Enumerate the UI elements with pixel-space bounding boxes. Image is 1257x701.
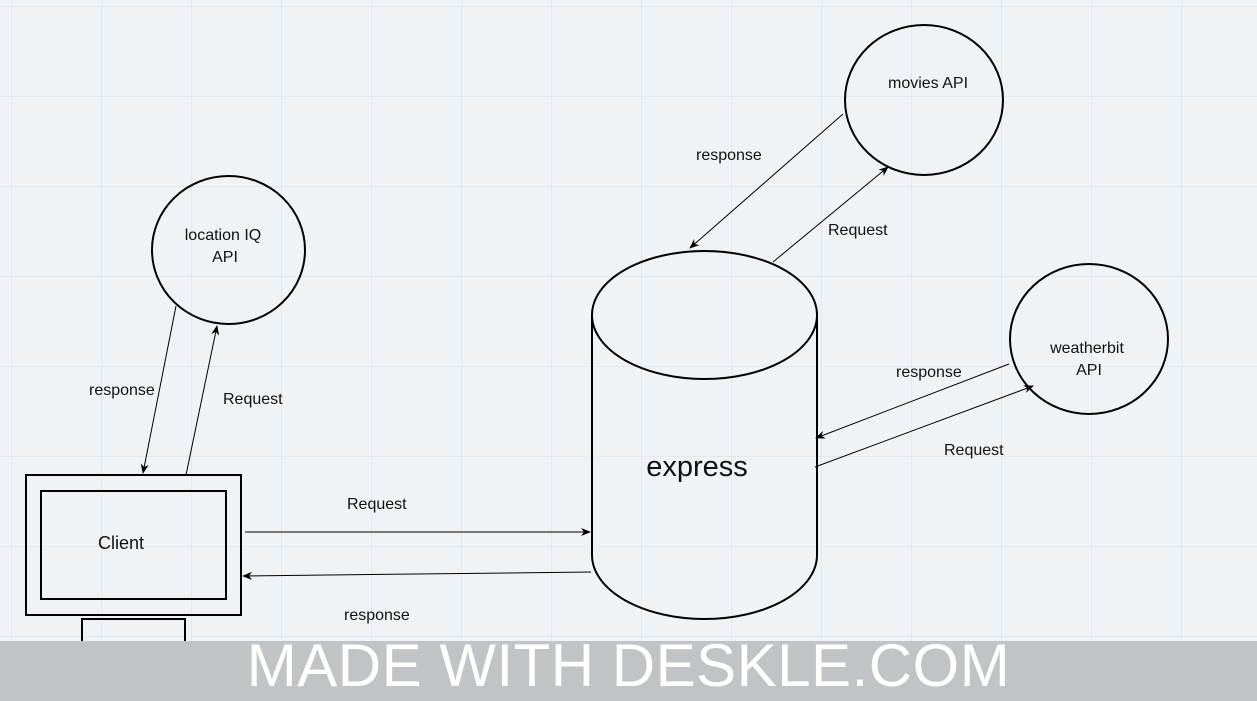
express-cylinder-body xyxy=(591,315,818,620)
edge-client-to-location-request xyxy=(185,325,220,476)
edge-label-movies-request: Request xyxy=(828,222,888,239)
edge-label-weatherbit-response: response xyxy=(896,364,962,381)
edge-label-location-response: response xyxy=(89,382,155,399)
movies-api-node[interactable] xyxy=(844,24,1004,176)
edge-weatherbit-to-express-response xyxy=(815,363,1010,439)
client-label: Client xyxy=(97,533,145,553)
client-node[interactable] xyxy=(25,474,242,657)
location-iq-label-line1: location IQ xyxy=(184,227,262,244)
edge-express-to-movies-request xyxy=(772,166,889,263)
client-monitor-screen xyxy=(40,490,227,600)
express-cylinder-top xyxy=(591,250,818,380)
movies-api-label: movies API xyxy=(887,75,969,92)
client-monitor-frame xyxy=(25,474,242,616)
weatherbit-api-node[interactable] xyxy=(1009,263,1169,415)
edge-label-express-request: Request xyxy=(347,496,407,513)
location-iq-label-line2: API xyxy=(212,249,238,266)
edge-express-to-weatherbit-request xyxy=(814,385,1034,468)
express-label: express xyxy=(646,451,748,483)
weatherbit-api-label-line1: weatherbit xyxy=(1050,340,1124,357)
edge-label-express-response: response xyxy=(344,607,410,624)
location-iq-node[interactable] xyxy=(151,175,306,325)
express-node[interactable] xyxy=(591,250,818,620)
edge-location-to-client-response xyxy=(140,305,177,474)
edge-label-location-request: Request xyxy=(223,391,283,408)
edge-movies-to-express-response xyxy=(689,113,844,249)
edge-express-to-client-response xyxy=(242,571,592,580)
watermark-banner: MADE WITH DESKLE.COM xyxy=(0,641,1257,701)
weatherbit-api-label-line2: API xyxy=(1076,362,1102,379)
watermark-text: MADE WITH DESKLE.COM xyxy=(246,641,1011,699)
edge-label-movies-response: response xyxy=(696,147,762,164)
edge-label-weatherbit-request: Request xyxy=(944,442,1004,459)
